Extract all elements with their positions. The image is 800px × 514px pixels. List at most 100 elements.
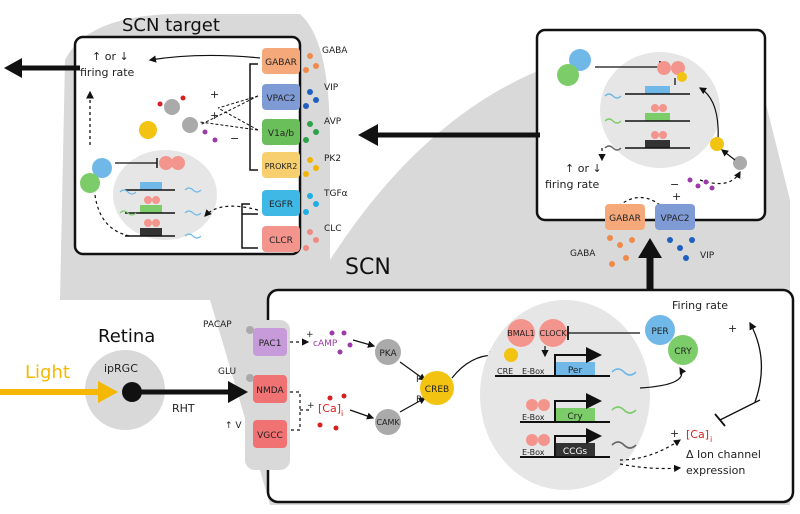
ccg-gene	[555, 443, 595, 457]
ca-plus: +	[307, 401, 315, 411]
svg-text:VIP: VIP	[700, 251, 715, 261]
ligand-gaba: GABA	[303, 46, 348, 73]
pac1-label: PAC1	[259, 339, 282, 349]
ligand-clc: CLC	[303, 224, 342, 251]
dot	[212, 137, 218, 143]
svg-text:GABA: GABA	[322, 46, 348, 56]
ion-inhibit-line	[719, 399, 761, 421]
ebox-label-1: E-Box	[522, 367, 545, 376]
prokr2-receptor	[262, 152, 300, 178]
svg-text:CLC: CLC	[324, 224, 342, 234]
prokr2-label: PROKR2	[265, 162, 298, 171]
target-cry	[80, 173, 100, 193]
egfr-receptor	[262, 190, 300, 216]
dot	[202, 129, 208, 135]
dot	[180, 95, 186, 101]
retina-title: Retina	[98, 326, 155, 347]
per-gene	[555, 362, 595, 376]
neighbor-ligand-gaba: GABA	[570, 235, 635, 267]
target-ccg-dashed	[94, 194, 131, 237]
ligand-vip: VIP	[303, 83, 339, 109]
neighbor-vpac2-label: VPAC2	[660, 214, 689, 224]
target-firing-rate: firing rate	[80, 66, 135, 79]
neighbor-per	[569, 49, 591, 71]
neighbor-gabar-label: GABAR	[609, 214, 641, 224]
target-gprotein-2	[182, 117, 198, 133]
target-bmal1	[159, 156, 173, 170]
target-ccg-gene	[140, 228, 162, 236]
neighbor-gprotein	[733, 156, 747, 170]
rht-label: RHT	[172, 402, 195, 415]
vpac2-label: VPAC2	[266, 94, 295, 104]
neighbor-plus: +	[672, 190, 681, 203]
per-label: PER	[651, 327, 668, 337]
target-dashed-lines	[199, 95, 259, 131]
cry-gene-label: Cry	[567, 412, 583, 422]
gabar-to-firing-arrow	[148, 54, 261, 63]
creb-p2: P	[416, 395, 422, 405]
clcr-receptor	[262, 226, 300, 252]
neighbor-up-down: ↑ or ↓	[565, 162, 602, 175]
iprgc-cell	[122, 382, 142, 402]
ion-channel-1: Δ Ion channel	[686, 448, 761, 461]
ligand-tgfa: TGFα	[303, 189, 348, 215]
target-gene-lines	[125, 189, 175, 237]
vpac2-receptor	[262, 84, 300, 110]
creb-p1: P	[416, 375, 422, 385]
neighbor-gene-lines	[625, 93, 690, 149]
target-plus-1: +	[210, 88, 219, 101]
clock-node	[539, 319, 567, 347]
neighbor-firing-rate: firing rate	[545, 178, 600, 191]
neighbor-vpac2	[655, 204, 695, 230]
creb-label: CREB	[425, 385, 449, 395]
neighbor-ligand-vip: VIP	[667, 237, 715, 261]
cry-gene	[555, 408, 595, 422]
pka-label: PKA	[379, 349, 397, 359]
pka-node	[375, 339, 401, 365]
target-per	[92, 158, 112, 178]
receptor-bracket	[241, 63, 258, 249]
neighbor-creb	[710, 137, 724, 151]
v1ab-receptor	[262, 119, 300, 145]
gabar-label: GABAR	[265, 58, 297, 68]
ca-sub: i	[341, 409, 343, 418]
vgcc-label: VGCC	[257, 431, 283, 441]
pacap-label: PACAP	[203, 320, 232, 330]
ebox-label-3: E-Box	[522, 448, 545, 457]
clock-label: CLOCK	[540, 329, 568, 338]
target-plus-2: +	[210, 109, 219, 122]
ion-channel-2: expression	[686, 464, 745, 477]
nmda-receptor	[253, 375, 287, 403]
gabar-receptor	[262, 48, 300, 74]
target-minus: −	[230, 132, 239, 145]
camk-node	[375, 409, 401, 435]
ligand-pk2: PK2	[303, 154, 341, 177]
camp-label: cAMP	[313, 339, 338, 349]
creb-node	[420, 371, 454, 405]
target-cry-gene	[140, 205, 162, 213]
neighbor-minus: −	[670, 178, 679, 191]
per-protein	[645, 315, 675, 345]
cre-label: CRE	[497, 367, 513, 376]
vgcc-receptor	[253, 420, 287, 448]
ca-label: [Ca]	[318, 402, 341, 415]
target-creb	[139, 121, 157, 139]
svg-text:AVP: AVP	[324, 117, 342, 127]
target-output-arrowhead	[4, 58, 22, 78]
ca-to-firing-arrow	[749, 321, 763, 403]
scn-nucleus	[480, 300, 650, 490]
target-nucleus	[113, 150, 217, 240]
per-gene-label: Per	[568, 366, 583, 376]
scn-target-title: SCN target	[122, 15, 220, 36]
scn-firing-rate: Firing rate	[672, 299, 728, 312]
svg-text:PK2: PK2	[324, 154, 341, 164]
svg-text:GABA: GABA	[570, 249, 596, 259]
v1ab-label: V1a/b	[268, 129, 294, 139]
light-label: Light	[25, 362, 70, 383]
target-gprotein-1	[164, 99, 180, 115]
ion-plus: +	[670, 427, 679, 440]
glu-label: GLU	[218, 367, 236, 377]
iprgc-label: ipRGC	[104, 362, 138, 375]
target-mrna	[184, 187, 202, 239]
